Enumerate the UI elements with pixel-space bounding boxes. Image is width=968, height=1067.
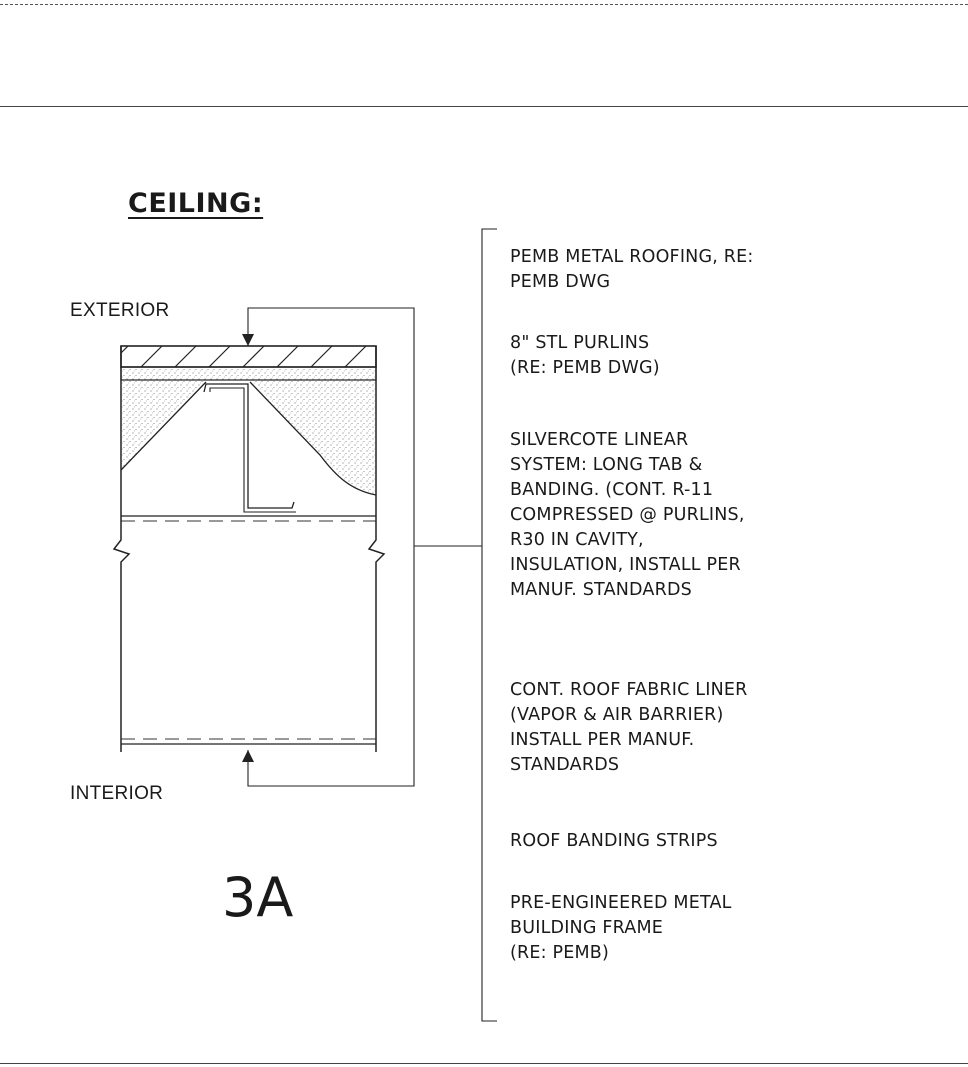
roofing-hatch-line [120, 345, 129, 354]
note-banding-strips: ROOF BANDING STRIPS [510, 831, 718, 851]
detail-heading: CEILING: [128, 188, 264, 219]
note-insulation-system: SILVERCOTE LINEAR SYSTEM: LONG TAB & BAN… [510, 430, 745, 600]
roofing-hatch-line [174, 345, 197, 368]
note-fabric-liner: CONT. ROOF FABRIC LINER (VAPOR & AIR BAR… [510, 680, 748, 775]
envelope-boundary-line [247, 307, 415, 787]
steel-purlin-inner [209, 387, 296, 513]
arrow-down-icon [242, 334, 254, 346]
roofing-hatch-line [140, 345, 163, 368]
sheet-border-dashed [0, 4, 968, 5]
exterior-label: EXTERIOR [70, 300, 170, 321]
roofing-hatch-line [242, 345, 265, 368]
note-metal-roofing: PEMB METAL ROOFING, RE: PEMB DWG [510, 247, 754, 292]
title-block-rule-bottom [0, 1063, 968, 1064]
title-block-rule-top [0, 106, 968, 107]
left-break-line [112, 346, 131, 752]
interior-label: INTERIOR [70, 783, 164, 804]
steel-purlin [203, 383, 295, 509]
roofing-hatch-line [310, 345, 333, 368]
roofing-hatch-line [344, 345, 367, 368]
note-metal-building-frame: PRE-ENGINEERED METAL BUILDING FRAME (RE:… [510, 893, 732, 963]
roofing-hatch-line [208, 345, 231, 368]
right-break-line [367, 346, 386, 752]
note-bracket [481, 228, 497, 1022]
roofing-hatch-line [276, 345, 299, 368]
note-steel-purlins: 8" STL PURLINS (RE: PEMB DWG) [510, 333, 660, 378]
metal-roofing-layer [120, 345, 377, 368]
cavity-insulation [121, 380, 376, 496]
arrow-up-icon [242, 750, 254, 762]
detail-tag: 3A [222, 866, 294, 929]
compressed-insulation-layer [120, 366, 377, 381]
